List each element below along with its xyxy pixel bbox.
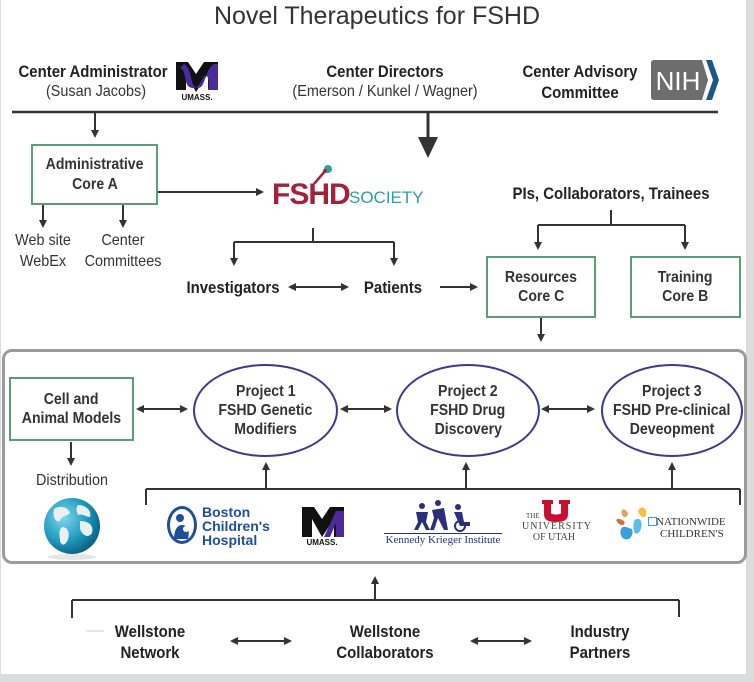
utah-u-icon [542, 500, 570, 522]
industry-partners-line1: Industry [570, 622, 630, 641]
project-1-ellipse: Project 1 FSHD Genetic Modifiers [193, 364, 338, 457]
project-3-title-line1: FSHD Pre-clinical [613, 401, 731, 419]
center-administrator-label: Center Administrator [18, 62, 168, 81]
training-core-line1: Training [658, 268, 713, 286]
bch-line2: Children's [202, 518, 270, 534]
wellstone-collaborators-line2: Collaborators [336, 643, 434, 662]
admin-core-line2: Core A [71, 175, 118, 193]
cell-models-line1: Cell and [44, 390, 99, 408]
training-core-line2: Core B [662, 288, 709, 305]
utah-university: UNIVERSITY [522, 521, 592, 532]
big-down-arrow [418, 137, 438, 158]
center-advisory-label-line1: Center Advisory [522, 62, 638, 81]
boston-childrens-logo: Boston Children's Hospital [166, 503, 270, 547]
center-label: Center [101, 232, 145, 249]
center-directors-label: Center Directors [326, 62, 444, 81]
utah-of-utah: OF UTAH [532, 532, 576, 543]
kki-figures-icon [414, 500, 470, 532]
umass-logo: UMASS. [174, 60, 220, 102]
committees-label: Committees [84, 253, 162, 270]
nih-logo: NIH [650, 58, 720, 102]
center-directors-names: (Emerson / Kunkel / Wagner) [292, 83, 478, 100]
butterflies-icon [616, 507, 647, 540]
fshd-society-logo: FSHD SOCIETY [272, 164, 434, 216]
fshd-logo-main: FSHD [272, 178, 351, 211]
project-1-title-line2: Modifiers [234, 421, 297, 439]
cell-models-line2: Animal Models [21, 410, 122, 427]
scrollbar-track [746, 0, 754, 674]
nationwide-childrens-logo: NATIONWIDE CHILDREN'S [614, 505, 726, 545]
project-2-number: Project 2 [438, 382, 498, 400]
webex-label: WebEx [19, 253, 67, 270]
project-2-title-line1: FSHD Drug [430, 401, 506, 419]
wellstone-network-line2: Network [120, 643, 180, 662]
resources-core-line2: Core C [517, 288, 565, 305]
fshd-logo-sub: SOCIETY [349, 188, 424, 207]
patients-label: Patients [363, 278, 423, 297]
university-of-utah-logo: THE UNIVERSITY OF UTAH [522, 500, 592, 550]
project-1-number: Project 1 [235, 382, 296, 400]
fshd-brush-icon [313, 165, 332, 184]
globe-icon [40, 495, 104, 561]
nih-text: NIH [656, 66, 701, 96]
investigators-label: Investigators [186, 278, 280, 297]
resources-core-c-box: Resources Core C [486, 256, 596, 318]
project-1-title-line1: FSHD Genetic [218, 401, 313, 419]
project-3-title-line2: Deveopment [629, 421, 715, 439]
resources-core-line1: Resources [504, 268, 577, 286]
training-core-b-box: Training Core B [630, 256, 741, 318]
bch-line1: Boston [202, 504, 251, 520]
wellstone-network-line1: Wellstone [114, 622, 186, 641]
cell-animal-models-box: Cell and Animal Models [9, 377, 134, 441]
umass-text: UMASS. [181, 93, 212, 102]
diagram-title: Novel Therapeutics for FSHD [213, 2, 541, 30]
project-2-title-line2: Discovery [434, 421, 502, 439]
website-label: Web site [15, 232, 71, 249]
center-administrator-name: (Susan Jacobs) [45, 83, 147, 100]
administrative-core-a-box: Administrative Core A [31, 144, 158, 205]
admin-core-line1: Administrative [45, 156, 144, 174]
industry-partners-line2: Partners [569, 643, 631, 662]
project-2-ellipse: Project 2 FSHD Drug Discovery [396, 364, 540, 457]
umass-logo-small: UMASS. [300, 505, 346, 547]
pis-collaborators-trainees-label: PIs, Collaborators, Trainees [512, 184, 710, 203]
utah-the: THE [526, 512, 540, 520]
umass-small-text: UMASS. [306, 538, 337, 547]
kki-text: Kennedy Krieger Institute [385, 534, 501, 546]
bch-line3: Hospital [202, 532, 258, 548]
project-3-ellipse: Project 3 FSHD Pre-clinical Deveopment [601, 364, 743, 457]
projects-group-box [2, 349, 747, 564]
nationwide-line2: CHILDREN'S [660, 528, 724, 540]
nationwide-line1: NATIONWIDE [656, 516, 726, 528]
kennedy-krieger-logo: Kennedy Krieger Institute [380, 500, 506, 548]
center-advisory-label-line2: Committee [541, 83, 619, 102]
project-3-number: Project 3 [642, 382, 702, 400]
boston-childrens-emblem-icon [167, 506, 197, 544]
wellstone-collaborators-line1: Wellstone [349, 622, 421, 641]
distribution-label: Distribution [35, 472, 109, 489]
